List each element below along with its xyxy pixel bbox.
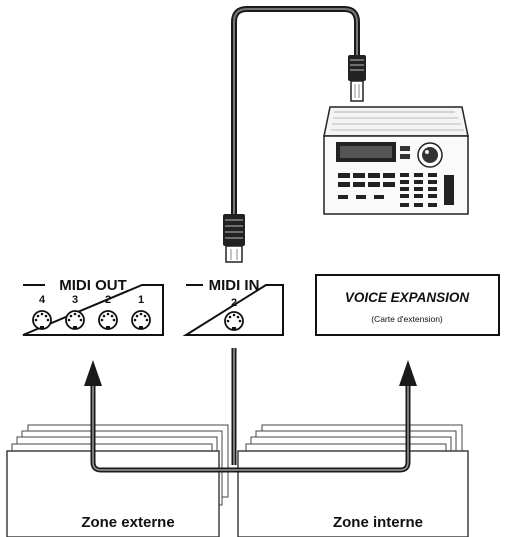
midi-out-port-2-label: 2 [105,294,111,306]
arrow-up-left-icon [84,360,102,386]
sequencer-device [323,106,469,215]
midi-in-panel: MIDI IN 2 [182,277,284,336]
midi-out-port-1-label: 1 [138,294,144,306]
voice-expansion-title: VOICE EXPANSION [345,290,470,305]
midi-out-port-4-icon [32,310,52,330]
arrow-up-right-icon [399,360,417,386]
zone-externe-label: Zone externe [81,514,174,531]
midi-in-port-icon [224,311,244,331]
midi-out-panel: MIDI OUT 4 3 2 1 [22,277,164,336]
midi-out-port-1-icon [131,310,151,330]
midi-out-port-3-label: 3 [72,294,78,306]
zone-interne-label: Zone interne [333,514,423,531]
midi-in-title: MIDI IN [209,277,260,294]
zone-interne-stack: Zone interne [237,424,469,537]
voice-expansion-panel: VOICE EXPANSION (Carte d'extension) [315,274,500,336]
midi-plug-bottom-icon [223,214,245,263]
midi-in-port-label: 2 [231,297,237,309]
midi-out-port-2-icon [98,310,118,330]
voice-expansion-subtitle: (Carte d'extension) [371,314,443,324]
routing-lines [90,348,411,473]
midi-cable [231,6,360,218]
midi-plug-top-icon [348,55,366,102]
midi-out-port-4-label: 4 [39,294,46,306]
midi-out-port-3-icon [65,310,85,330]
midi-out-title: MIDI OUT [59,277,127,294]
zone-externe-stack: Zone externe [6,424,229,537]
